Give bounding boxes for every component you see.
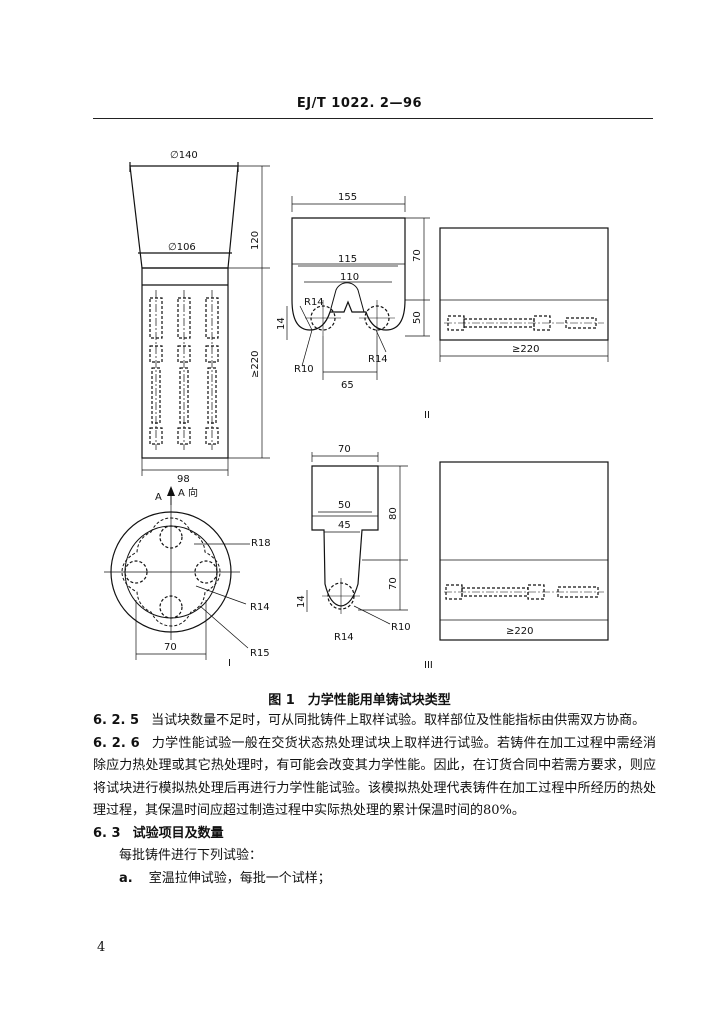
dim-r10-a: R10 bbox=[294, 364, 314, 375]
clause-number: 6. 2. 5 bbox=[93, 713, 140, 728]
dim-70-b: 70 bbox=[388, 577, 399, 590]
dim-r18: R18 bbox=[251, 538, 271, 549]
left-block-body bbox=[141, 267, 229, 459]
dim-70-a: 70 bbox=[412, 249, 423, 262]
list-label: a. bbox=[119, 870, 133, 886]
clause-intro: 每批铸件进行下列试验： bbox=[119, 848, 263, 863]
clause-text: 当试块数量不足时，可从同批铸件上取样试验。取样部位及性能指标由供需双方协商。 bbox=[151, 713, 646, 728]
dim-r15: R15 bbox=[250, 648, 270, 659]
dim-70-bottom: 70 bbox=[164, 642, 177, 653]
type1-side-view bbox=[439, 227, 609, 341]
clause-6-3: 6. 3 试验项目及数量 bbox=[93, 823, 656, 846]
dim-120: 120 bbox=[250, 231, 261, 250]
dim-50: 50 bbox=[412, 311, 423, 324]
dim-14-b: 14 bbox=[296, 595, 307, 608]
dim-diam-140: ∅140 bbox=[170, 150, 198, 161]
dim-80: 80 bbox=[388, 507, 399, 520]
dim-65: 65 bbox=[341, 380, 354, 391]
roman-label-3: III bbox=[424, 660, 433, 671]
dim-r14-c: R14 bbox=[334, 632, 354, 643]
dim-diam-106: ∅106 bbox=[168, 242, 196, 253]
dim-r14-a: R14 bbox=[304, 297, 324, 308]
type2-keel-block bbox=[311, 465, 379, 607]
figure-caption: 图 1 力学性能用单铸试块类型 bbox=[268, 693, 451, 708]
document-code-header: EJ/T 1022. 2—96 bbox=[296, 96, 423, 111]
type2-side-view bbox=[439, 461, 609, 641]
dim-ge220-vertical: ≥220 bbox=[250, 351, 261, 378]
clause-title: 试验项目及数量 bbox=[132, 825, 224, 841]
dim-14-a: 14 bbox=[276, 317, 287, 330]
dim-ge220-a: ≥220 bbox=[512, 344, 539, 355]
body-text: 6. 2. 5 当试块数量不足时，可从同批铸件上取样试验。取样部位及性能指标由供需… bbox=[93, 710, 656, 890]
clause-text: 力学性能试验一般在交货状态热处理试块上取样进行试验。若铸件在加工过程中需经消除应… bbox=[93, 735, 656, 819]
clause-6-2-5: 6. 2. 5 当试块数量不足时，可从同批铸件上取样试验。取样部位及性能指标由供需… bbox=[93, 710, 656, 733]
dim-110: 110 bbox=[340, 272, 359, 283]
dim-r14-b: R14 bbox=[368, 354, 388, 365]
roman-label-1: I bbox=[228, 658, 231, 669]
dim-ge220-b: ≥220 bbox=[506, 626, 533, 637]
type1-keel-block bbox=[291, 217, 406, 331]
view-label-a: A bbox=[155, 492, 162, 503]
dim-50-b: 50 bbox=[338, 500, 351, 511]
dim-70-top: 70 bbox=[338, 444, 351, 455]
dim-115: 115 bbox=[338, 254, 357, 265]
clause-number: 6. 2. 6 bbox=[93, 735, 140, 751]
dim-155: 155 bbox=[338, 192, 357, 203]
list-item-a: a. 室温拉伸试验，每批一个试样； bbox=[93, 868, 656, 891]
test-block-figure: ∅140 ∅106 120 ≥220 98 155 115 110 70 50 … bbox=[104, 150, 609, 671]
header-rule bbox=[93, 118, 653, 119]
dim-45: 45 bbox=[338, 520, 351, 531]
page-number: 4 bbox=[97, 940, 106, 955]
dim-r14-d: R14 bbox=[250, 602, 270, 613]
clause-number: 6. 3 bbox=[93, 825, 121, 841]
list-text: 室温拉伸试验，每批一个试样； bbox=[148, 870, 331, 886]
roman-label-2: II bbox=[424, 410, 430, 421]
dim-r10-b: R10 bbox=[391, 622, 411, 633]
dim-98: 98 bbox=[177, 474, 190, 485]
view-direction-a: A 向 bbox=[178, 486, 198, 499]
